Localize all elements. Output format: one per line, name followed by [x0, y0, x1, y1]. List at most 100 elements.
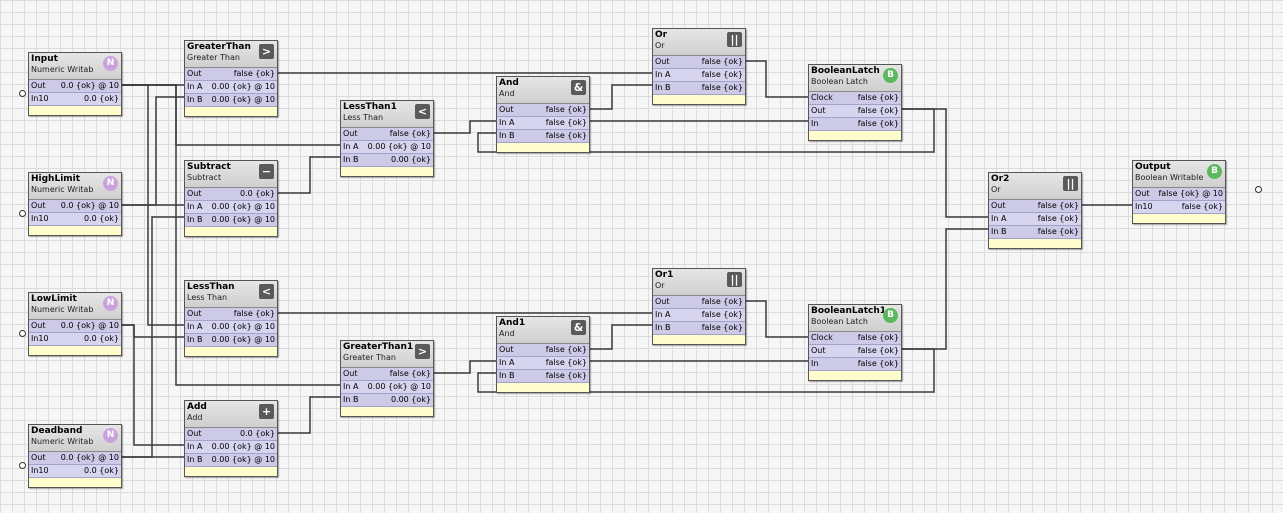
highlimit-in10-pin[interactable] — [19, 210, 26, 217]
wire-booleanlatch1-to-or2[interactable] — [902, 228, 988, 350]
wire-and1-to-or1[interactable] — [590, 324, 652, 350]
wire-subtract-to-lessthan1[interactable] — [278, 156, 340, 194]
wire-and1-to-booleanlatch1-in[interactable] — [585, 348, 808, 362]
wire-lessthan1-to-and[interactable] — [434, 120, 496, 134]
wire-or-to-booleanlatch[interactable] — [746, 60, 808, 98]
wire-lowlimit-to-lessthan[interactable] — [122, 324, 184, 338]
lowlimit-in10-pin[interactable] — [19, 330, 26, 337]
wire-booleanlatch-to-or2[interactable] — [902, 108, 988, 218]
wire-and-to-booleanlatch-in[interactable] — [585, 108, 808, 122]
wire-input-to-lessthan[interactable] — [122, 84, 184, 326]
input-in10-pin[interactable] — [19, 90, 26, 97]
wire-greaterthan1-to-and1[interactable] — [434, 360, 496, 374]
wire-and-to-or[interactable] — [590, 84, 652, 110]
wire-add-to-greaterthan1[interactable] — [278, 396, 340, 434]
wire-or1-to-booleanlatch1[interactable] — [746, 300, 808, 338]
deadband-in10-pin[interactable] — [19, 462, 26, 469]
wire-lowlimit-to-add[interactable] — [122, 324, 184, 446]
wire-highlimit-to-greaterthan[interactable] — [122, 96, 184, 206]
